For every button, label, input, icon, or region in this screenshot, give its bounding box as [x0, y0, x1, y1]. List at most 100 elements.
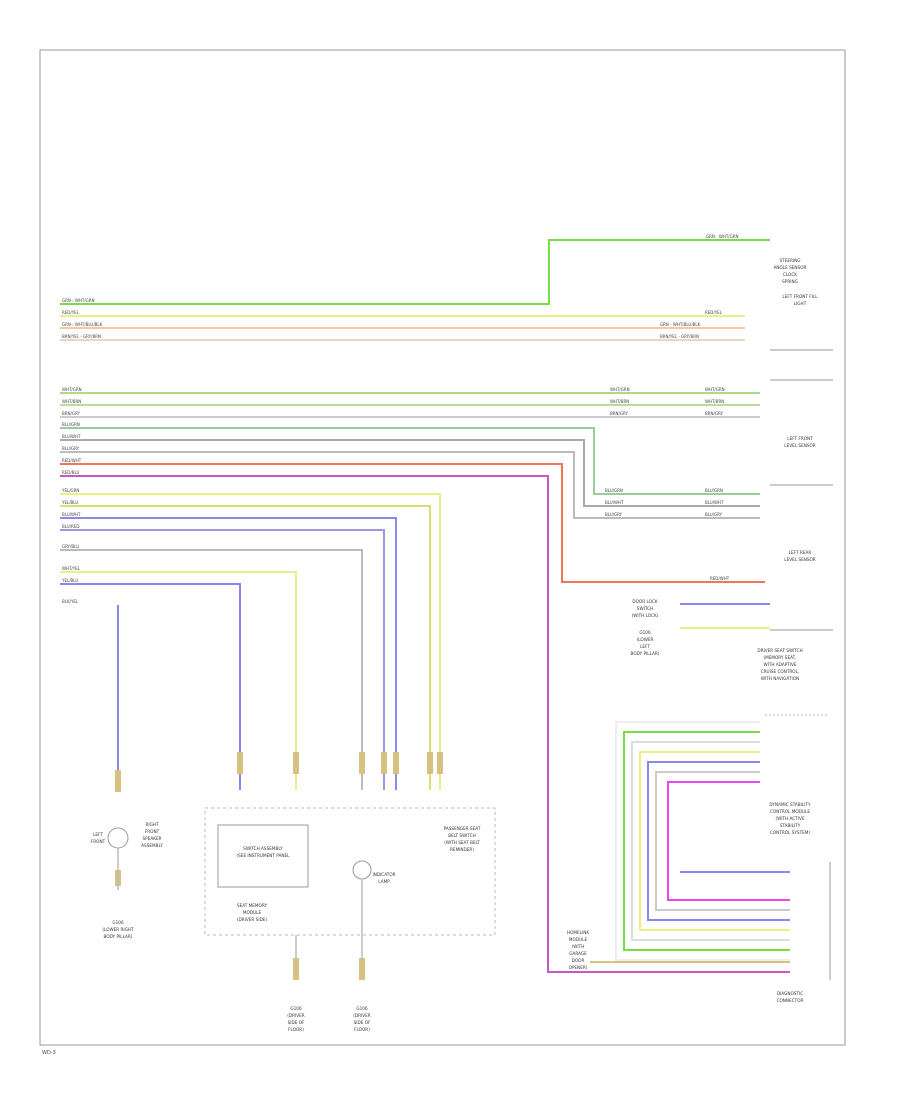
wire-label: GRN - WHT/BLU/BLK [660, 322, 701, 327]
svg-text:LEFT: LEFT [93, 832, 103, 837]
wire-label: GRN - WHT/BLU/BLK [62, 322, 103, 327]
wire-label: BLU/GRY [605, 512, 623, 517]
svg-text:(LOWER RIGHT: (LOWER RIGHT [102, 927, 134, 932]
red-wire-group [60, 463, 790, 973]
wire-label: BRN/GRY [62, 411, 80, 416]
svg-text:MODULE: MODULE [243, 910, 262, 915]
svg-text:BELT SWITCH: BELT SWITCH [448, 833, 476, 838]
component-dash-switch: SWITCH ASSEMBLY (SEE INSTRUMENT PANEL [237, 846, 291, 858]
sensor-wire-group [60, 427, 760, 519]
svg-text:CRUISE CONTROL,: CRUISE CONTROL, [761, 669, 800, 674]
svg-text:HOMELINK: HOMELINK [567, 930, 589, 935]
svg-text:SWITCH: SWITCH [637, 606, 653, 611]
svg-text:(WITH: (WITH [572, 944, 585, 949]
wire-label: WHT/BRN [705, 399, 724, 404]
switch-box [217, 824, 309, 888]
svg-text:BODY PILLAR): BODY PILLAR) [104, 934, 133, 939]
svg-text:G106: G106 [639, 630, 651, 635]
wire-label: BLK/YEL [62, 599, 79, 604]
svg-text:RIGHT: RIGHT [145, 822, 159, 827]
svg-text:(DRIVER: (DRIVER [287, 1013, 305, 1018]
component-traction-module: PASSENGER SEAT BELT SWITCH (WITH SEAT BE… [444, 826, 481, 852]
component-ground-top: G106 (LOWER LEFT BODY PILLAR) [631, 630, 660, 656]
svg-text:GARAGE: GARAGE [569, 951, 587, 956]
svg-text:SIDE OF: SIDE OF [354, 1020, 371, 1025]
component-garage-door-opener: HOMELINK MODULE (WITH GARAGE DOOR OPENER… [567, 930, 589, 970]
module-box [204, 807, 496, 936]
wire-label: BLU/GRY [705, 512, 723, 517]
connector-glyphs [115, 752, 443, 980]
svg-text:(MEMORY SEAT,: (MEMORY SEAT, [763, 655, 796, 660]
svg-text:DIAGNOSTIC: DIAGNOSTIC [777, 991, 803, 996]
svg-text:LEFT REAR: LEFT REAR [789, 550, 812, 555]
component-left-front-speaker: LEFT FRONT [91, 832, 106, 844]
svg-text:(LOWER: (LOWER [637, 637, 654, 642]
wire-label: WHT/GRN [62, 387, 82, 392]
svg-text:DRIVER SEAT SWITCH: DRIVER SEAT SWITCH [757, 648, 802, 653]
svg-text:(WITH SEAT BELT: (WITH SEAT BELT [444, 840, 480, 845]
speaker-icon [107, 827, 129, 849]
svg-text:BODY PILLAR): BODY PILLAR) [631, 651, 660, 656]
wire-label: BLU/WHT [705, 500, 724, 505]
component-ground-left: G106 (LOWER RIGHT BODY PILLAR) [102, 920, 134, 939]
wire-label: BLU/WHT [62, 434, 81, 439]
component-gnd-a: G106 (DRIVER SIDE OF FLOOR) [287, 1006, 305, 1032]
svg-text:ANGLE SENSOR: ANGLE SENSOR [774, 265, 807, 270]
svg-text:LEVEL SENSOR: LEVEL SENSOR [784, 443, 816, 448]
svg-text:G106: G106 [290, 1006, 302, 1011]
svg-text:FRONT: FRONT [145, 829, 160, 834]
wire-label: BRN/GRY [705, 411, 723, 416]
svg-text:WITH NAVIGATION: WITH NAVIGATION [761, 676, 799, 681]
wire-label: RED/BLU [62, 470, 80, 475]
wire-label: RED/YEL [705, 310, 723, 315]
svg-text:FRONT: FRONT [91, 839, 106, 844]
svg-text:FLOOR): FLOOR) [354, 1027, 370, 1032]
svg-text:LEFT FRONT FILL: LEFT FRONT FILL [782, 294, 818, 299]
component-left-front-fill: LEFT FRONT FILL LIGHT [782, 294, 818, 306]
component-steering-angle-sensor: STEERING ANGLE SENSOR CLOCK SPRING [774, 258, 807, 284]
wire-label: RED/YEL [62, 310, 80, 315]
wire-label: BRN/GRY [610, 411, 628, 416]
svg-text:WITH ADAPTIVE: WITH ADAPTIVE [763, 662, 796, 667]
wire-label: RED/WHT [62, 458, 82, 463]
wire-label: GRN - WHT/GRN [706, 234, 738, 239]
wire-label: YEL/BLU [61, 500, 78, 505]
wire-label: YEL/BLU [61, 578, 78, 583]
svg-text:LEFT FRONT: LEFT FRONT [787, 436, 813, 441]
wire-label: RED/WHT [710, 576, 730, 581]
wire-label: WHT/BRN [62, 399, 81, 404]
wire-label: BLU/WHT [605, 500, 624, 505]
wire-label: BLU/GRY [62, 446, 80, 451]
svg-text:(SEE INSTRUMENT PANEL: (SEE INSTRUMENT PANEL [237, 853, 291, 858]
svg-text:DOOR: DOOR [572, 958, 585, 963]
component-right-front-speaker: RIGHT FRONT SPEAKER ASSEMBLY [141, 822, 163, 848]
svg-text:SPRING: SPRING [782, 279, 798, 284]
wire-label: WHT/YEL [62, 566, 81, 571]
svg-text:LIGHT: LIGHT [794, 301, 807, 306]
svg-text:G106: G106 [356, 1006, 368, 1011]
svg-text:LAMP: LAMP [378, 879, 390, 884]
svg-text:STEERING: STEERING [779, 258, 800, 263]
component-door-lock-switch: DOOR LOCK SWITCH (WITH LOCK) [632, 599, 659, 618]
svg-text:SWITCH ASSEMBLY: SWITCH ASSEMBLY [243, 846, 283, 851]
svg-text:DOOR LOCK: DOOR LOCK [632, 599, 657, 604]
svg-text:OPENER): OPENER) [569, 965, 588, 970]
svg-text:CONTROL SYSTEM): CONTROL SYSTEM) [770, 830, 810, 835]
component-gnd-b: G106 (DRIVER SIDE OF FLOOR) [353, 1006, 371, 1032]
component-stability-module: DYNAMIC STABILITY CONTROL MODULE (WITH A… [769, 802, 811, 835]
svg-text:SIDE OF: SIDE OF [288, 1020, 305, 1025]
component-module-box-label: SEAT MEMORY MODULE (DRIVER SIDE) [237, 903, 268, 922]
wire-label: WHT/BRN [610, 399, 629, 404]
svg-text:CLOCK: CLOCK [783, 272, 797, 277]
svg-text:INDICATOR: INDICATOR [372, 872, 395, 877]
svg-text:DYNAMIC STABILITY: DYNAMIC STABILITY [769, 802, 811, 807]
wire-label: GRN - WHT/GRN [62, 298, 94, 303]
page-id: WD-3 [42, 1050, 56, 1056]
wire-label: BRN/YEL - GRY/BRN [660, 334, 699, 339]
svg-text:G106: G106 [112, 920, 124, 925]
wire-label: GRY/BLU [62, 544, 79, 549]
svg-text:SEAT MEMORY: SEAT MEMORY [237, 903, 268, 908]
svg-text:CONNECTOR: CONNECTOR [777, 998, 804, 1003]
component-indicator-lamp: INDICATOR LAMP [372, 872, 395, 884]
